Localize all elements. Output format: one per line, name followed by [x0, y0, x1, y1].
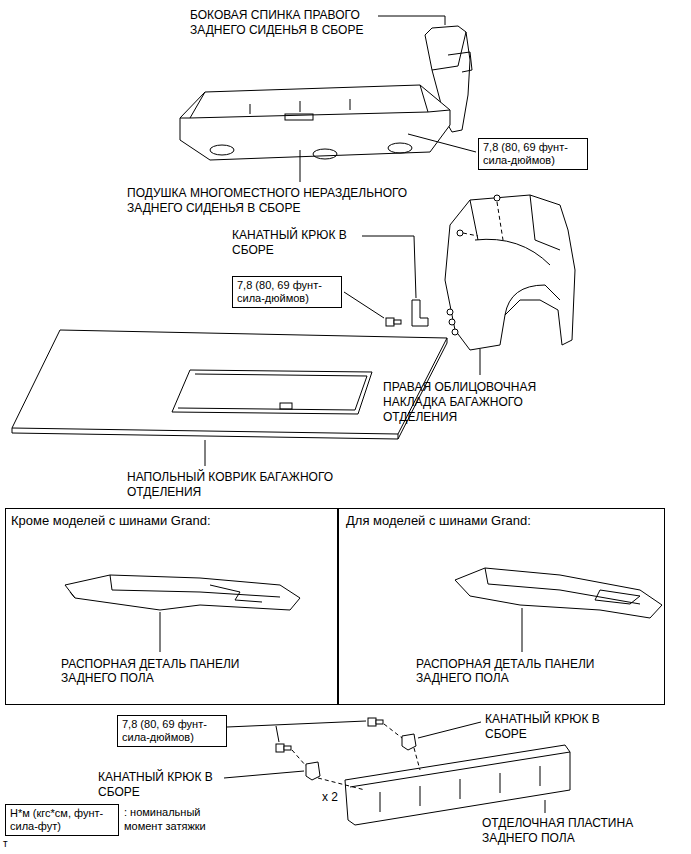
trunk-trim [530, 195, 560, 250]
seat-cushion [180, 110, 450, 118]
bolt [376, 720, 383, 724]
dashed-guide [463, 202, 503, 240]
part-label: КАНАТНЫЙ КРЮК В СБОРЕ [232, 228, 377, 258]
part-label: РАСПОРНАЯ ДЕТАЛЬ ПАНЕЛИ ЗАДНЕГО ПОЛА [416, 657, 646, 686]
screw [449, 319, 455, 325]
seat-cushion [180, 85, 450, 160]
seat-cushion [250, 99, 350, 114]
floor-spacer [595, 590, 640, 604]
variant-panel: Для моделей с шинами Grand: РАСПОРНАЯ ДЕТ… [338, 508, 665, 705]
leader-line [160, 16, 545, 813]
part-label: БОКОВАЯ СПИНКА ПРАВОГО ЗАДНЕГО СИДЕНЬЯ В… [190, 8, 390, 38]
floor-mat [12, 330, 447, 439]
screw [457, 230, 463, 236]
torque-box: 7,8 (80, 69 фунт- сила-дюймов) [117, 715, 227, 747]
trunk-trim [475, 239, 550, 265]
floor-mat [12, 338, 447, 439]
leader-line [362, 236, 416, 298]
quantity-mark: x 2 [322, 790, 362, 805]
leader-line [408, 134, 476, 152]
seat-cushion [313, 149, 337, 159]
screw [447, 195, 500, 335]
torque-box: 7,8 (80, 69 фунт- сила-дюймов) [478, 138, 588, 170]
seat-cushion [190, 85, 428, 118]
variant-panel: Кроме моделей с шинами Grand: РАСПОРНАЯ Д… [5, 508, 338, 705]
floor-mat [172, 370, 372, 414]
part-label: РАСПОРНАЯ ДЕТАЛЬ ПАНЕЛИ ЗАДНЕГО ПОЛА [61, 657, 291, 686]
leader-line [227, 721, 366, 742]
leader-line [344, 292, 384, 318]
floor-spacer [485, 568, 640, 604]
part-label: ОТДЕЛОЧНАЯ ПЛАСТИНА ЗАДНЕГО ПОЛА [482, 816, 682, 846]
rope-hook [412, 300, 428, 326]
seat-cushion [210, 145, 234, 155]
floor-mat [280, 403, 292, 409]
part-label: ПРАВАЯ ОБЛИЦОВОЧНАЯ НАКЛАДКА БАГАЖНОГО О… [383, 380, 573, 425]
floor-spacer [455, 568, 662, 618]
bolt [368, 718, 376, 726]
bolt [386, 318, 401, 326]
bolt [386, 318, 394, 326]
floor-spacer [210, 585, 262, 602]
torque-value: 7,8 (80, 69 фунт- сила-дюймов) [122, 718, 222, 744]
part-label: КАНАТНЫЙ КРЮК В СБОРЕ [98, 770, 243, 800]
seat-back [432, 32, 466, 70]
leader-line [224, 771, 304, 778]
seat-cushion [388, 143, 412, 153]
part-label: КАНАТНЫЙ КРЮК В СБОРЕ [485, 712, 630, 742]
leader-line [522, 608, 523, 652]
trunk-trim [445, 195, 575, 350]
bolt [394, 320, 401, 324]
dashed-guide [292, 724, 420, 790]
floor-spacer [65, 575, 300, 610]
seat-back [448, 52, 472, 72]
leader-line [480, 349, 481, 375]
floor-spacer [70, 575, 280, 598]
seat-cushion [180, 85, 450, 160]
floor-spacer [455, 568, 662, 618]
finish-plate [345, 745, 570, 825]
torque-box: 7,8 (80, 69 фунт- сила-дюймов) [232, 276, 342, 308]
screw [447, 309, 453, 315]
rope-hook [306, 734, 416, 780]
leader-line [160, 612, 161, 652]
bolt [368, 718, 383, 726]
panel-heading: Для моделей с шинами Grand: [346, 513, 656, 529]
seat-cushion [285, 114, 313, 120]
trunk-trim [445, 195, 575, 350]
bolt [284, 746, 291, 750]
leader-line [205, 440, 206, 466]
finish-plate [345, 745, 570, 825]
bolt [276, 744, 284, 752]
unit-box: Н*м (кгс*см, фунт- сила-фут) [5, 804, 119, 836]
trunk-trim [470, 200, 478, 240]
torque-value: 7,8 (80, 69 фунт- сила-дюймов) [483, 141, 583, 167]
bolt [276, 744, 291, 752]
screw [452, 329, 458, 335]
leader-line [300, 150, 301, 182]
part-label: НАПОЛЬНЫЙ КОВРИК БАГАЖНОГО ОТДЕЛЕНИЯ [127, 470, 367, 500]
torque-value: Н*м (кгс*см, фунт- сила-фут) [10, 807, 114, 833]
rope-hook [412, 300, 428, 326]
leader-line [378, 16, 445, 25]
leader-line [418, 722, 481, 738]
part-label: ПОДУШКА МНОГОМЕСТНОГО НЕРАЗДЕЛЬНОГО ЗАДН… [127, 186, 437, 216]
screw [494, 195, 500, 201]
floor-mat [12, 330, 447, 434]
legend-text: : номинальный момент затяжки [124, 806, 234, 834]
torque-value: 7,8 (80, 69 фунт- сила-дюймов) [237, 279, 337, 305]
panel-heading: Кроме моделей с шинами Grand: [11, 513, 331, 529]
trunk-trim [505, 285, 560, 315]
leader-line [545, 800, 546, 813]
finish-plate [380, 766, 540, 812]
floor-mat [178, 374, 367, 410]
rope-hook [402, 734, 416, 750]
rope-hook [306, 762, 320, 780]
floor-spacer [65, 575, 300, 610]
figure-code: т [3, 838, 23, 851]
